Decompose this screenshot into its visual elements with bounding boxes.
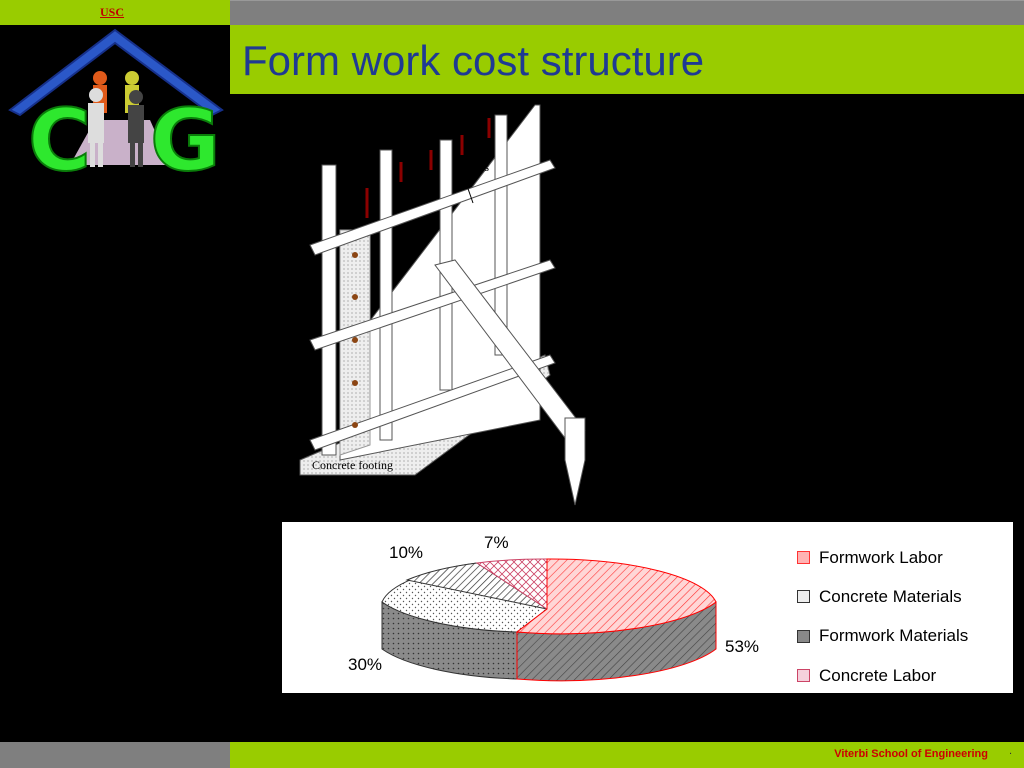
footing-label: Concrete footing: [312, 458, 393, 472]
legend-item-formwork-materials: Formwork Materials: [797, 617, 968, 656]
top-strip-left: USC: [0, 0, 230, 25]
legend-item-concrete-labor: Concrete Labor: [797, 656, 968, 695]
legend-item-formwork-labor: Formwork Labor: [797, 538, 968, 577]
legend-swatch: [797, 629, 810, 643]
logo-icon: C G: [8, 28, 224, 185]
label-concrete-labor: 7%: [484, 533, 509, 552]
page-title: Form work cost structure: [242, 37, 705, 84]
legend-item-concrete-materials: Concrete Materials: [797, 577, 968, 616]
legend-label: Formwork Materials: [819, 626, 969, 646]
bottom-strip-left: [0, 742, 230, 768]
bottom-strip-right: Viterbi School of Engineering .: [230, 742, 1024, 768]
pie-slice-formwork-labor: [515, 558, 717, 682]
label-formwork-materials: 10%: [389, 543, 423, 562]
label-concrete-materials: 30%: [348, 655, 382, 674]
wales-label: Wales: [460, 160, 489, 174]
footer-school: Viterbi School of Engineering: [834, 748, 988, 760]
pie-chart-panel: 10% 7% 53% 30% Formwork Labor Concrete M…: [282, 522, 1013, 693]
svg-text:G: G: [150, 91, 221, 185]
legend-swatch: [797, 669, 810, 683]
legend-swatch: [797, 590, 810, 604]
legend-label: Concrete Labor: [819, 665, 937, 685]
legend-label: Formwork Labor: [819, 547, 943, 567]
formwork-diagram: Wales Concrete footing: [299, 104, 586, 506]
legend-label: Concrete Materials: [819, 586, 962, 606]
svg-text:C: C: [28, 91, 91, 185]
label-formwork-labor: 53%: [725, 637, 759, 656]
legend-swatch: [797, 551, 810, 565]
pie-chart: 10% 7% 53% 30%: [348, 533, 759, 682]
top-strip-right: [230, 0, 1024, 26]
title-bar: Form work cost structure: [230, 25, 1024, 94]
usc-link[interactable]: USC: [100, 5, 125, 19]
chart-legend: Formwork Labor Concrete Materials Formwo…: [797, 538, 968, 695]
footer-dot: .: [1008, 745, 1012, 757]
